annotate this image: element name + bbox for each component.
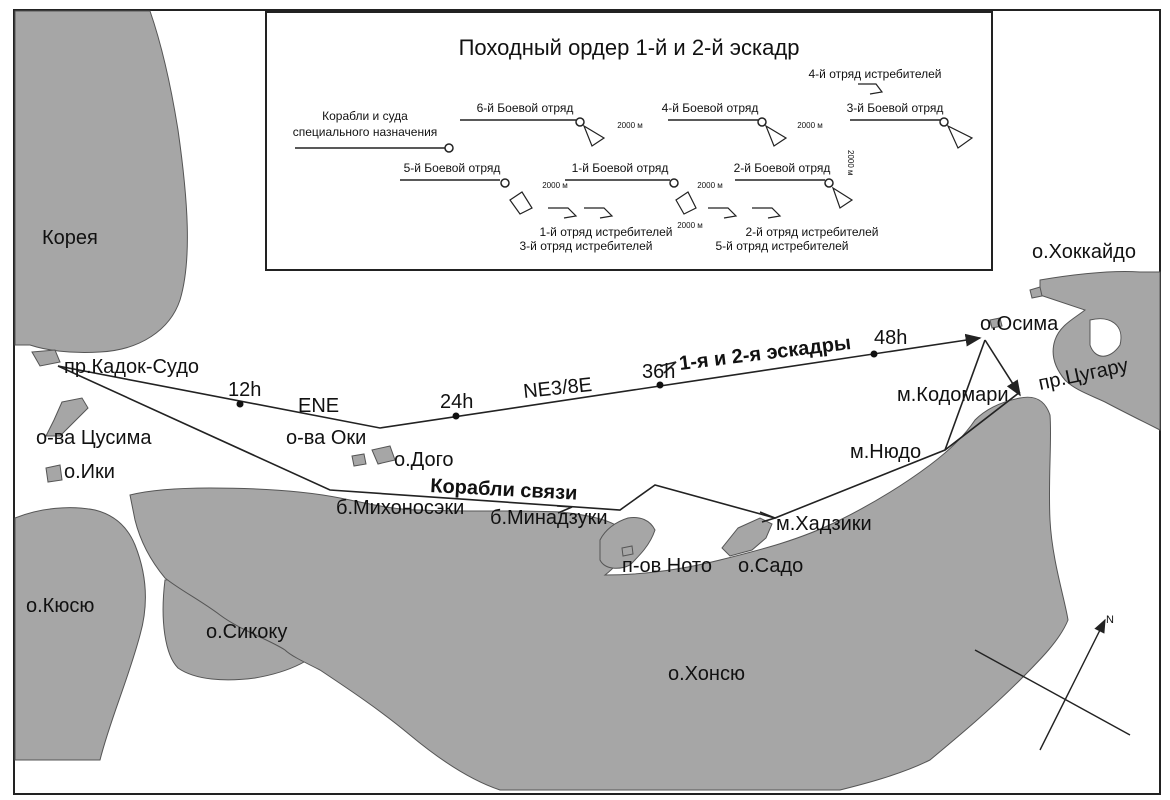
dist-c: 2000 м — [846, 150, 855, 176]
det5-flag-icon — [509, 191, 533, 215]
label-kadok: пр.Кадок-Судо — [64, 356, 199, 378]
uchiura-bay — [1089, 318, 1122, 357]
label-t12: 12h — [228, 379, 261, 401]
legend-box: Походный ордер 1-й и 2-й эскадр Корабли … — [265, 11, 993, 271]
destroyer4-icon — [858, 83, 884, 95]
noto-peninsula — [599, 517, 656, 569]
destroyer2-label: 2-й отряд истребителей — [746, 225, 879, 239]
time-dot-36 — [656, 381, 664, 389]
label-korea: Корея — [42, 227, 98, 249]
dist-b: 2000 м — [797, 121, 823, 130]
dist-e: 2000 м — [697, 181, 723, 190]
north-arrow — [1039, 618, 1106, 751]
time-dot-24 — [452, 412, 460, 420]
label-shikoku: о.Сикоку — [206, 621, 287, 643]
det2-flag-icon — [831, 186, 854, 209]
main-route-line — [57, 333, 982, 429]
det1-flag-icon — [675, 191, 697, 215]
det3-flag-icon — [946, 124, 974, 149]
comm-route-line — [57, 365, 1021, 519]
iki-island — [45, 464, 63, 483]
label-kodomari: м.Кодомари — [897, 384, 1009, 406]
label-t36: 36h — [642, 361, 675, 383]
compass-cross-line — [974, 649, 1131, 736]
honshu-island — [129, 396, 1069, 791]
label-dogo: о.Дого — [394, 449, 454, 471]
time-dot-48 — [870, 350, 878, 358]
tsushima-island — [45, 397, 89, 437]
legend-frame — [265, 11, 993, 271]
special-ships-marker — [444, 143, 454, 153]
destroyer4-label: 4-й отряд истребителей — [809, 67, 942, 81]
destroyer3-icon — [584, 207, 614, 219]
special-ships-label-2: специального назначения — [293, 125, 438, 139]
tsugaru-islet — [1029, 286, 1043, 299]
korea-islet — [31, 349, 61, 367]
label-noto: п-ов Ното — [622, 555, 712, 577]
det6-label: 6-й Боевой отряд — [477, 101, 574, 115]
det4-label: 4-й Боевой отряд — [662, 101, 759, 115]
label-course-ene: ENE — [298, 395, 339, 417]
destroyer1-label: 1-й отряд истребителей — [540, 225, 673, 239]
dist-d: 2000 м — [542, 181, 568, 190]
noto-islet — [621, 545, 634, 557]
label-t24: 24h — [440, 391, 473, 413]
north-label: N — [1106, 614, 1114, 626]
kyushu-island — [14, 507, 146, 761]
label-kyushu: о.Кюсю — [26, 595, 94, 617]
det4-flag-icon — [764, 124, 788, 147]
label-tsushima: о-ва Цусима — [36, 427, 152, 449]
legend-title: Походный ордер 1-й и 2-й эскадр — [459, 35, 800, 60]
branch-tsugaru — [984, 339, 1021, 397]
label-minadzuki: б.Минадзуки — [490, 507, 608, 529]
main-route-arrow — [659, 361, 677, 374]
label-t48: 48h — [874, 327, 907, 349]
oki-islet — [351, 453, 367, 467]
destroyer5-icon — [752, 207, 782, 219]
label-sado: о.Садо — [738, 555, 803, 577]
branch-kodomari — [944, 339, 986, 451]
dogo-island — [371, 445, 396, 465]
label-hokkaido: о.Хоккайдо — [1032, 241, 1136, 263]
label-oki: о-ва Оки — [286, 427, 366, 449]
label-nyudo: м.Нюдо — [850, 441, 921, 463]
sado-island — [721, 517, 773, 557]
oshima-islet — [989, 317, 1003, 329]
dist-a: 2000 м — [617, 121, 643, 130]
destroyer2-icon — [708, 207, 738, 219]
label-iki: о.Ики — [64, 461, 115, 483]
label-honshu: о.Хонсю — [668, 663, 745, 685]
korea-landmass — [14, 10, 188, 353]
label-hadziki: м.Хадзики — [776, 513, 872, 535]
destroyer5-label: 5-й отряд истребителей — [716, 239, 849, 253]
det2-label: 2-й Боевой отряд — [734, 161, 831, 175]
label-mihonoseki: б.Михоносэки — [336, 497, 464, 519]
det1-label: 1-й Боевой отряд — [572, 161, 669, 175]
label-oshima: о.Осима — [980, 313, 1059, 335]
time-dot-12 — [236, 400, 244, 408]
compass: N — [974, 614, 1131, 751]
det3-label: 3-й Боевой отряд — [847, 101, 944, 115]
destroyer1-icon — [548, 207, 578, 219]
det5-label: 5-й Боевой отряд — [404, 161, 501, 175]
destroyer3-label: 3-й отряд истребителей — [520, 239, 653, 253]
det6-flag-icon — [582, 124, 606, 147]
dist-f: 2000 м — [677, 221, 703, 230]
special-ships-label-1: Корабли и суда — [322, 109, 408, 123]
